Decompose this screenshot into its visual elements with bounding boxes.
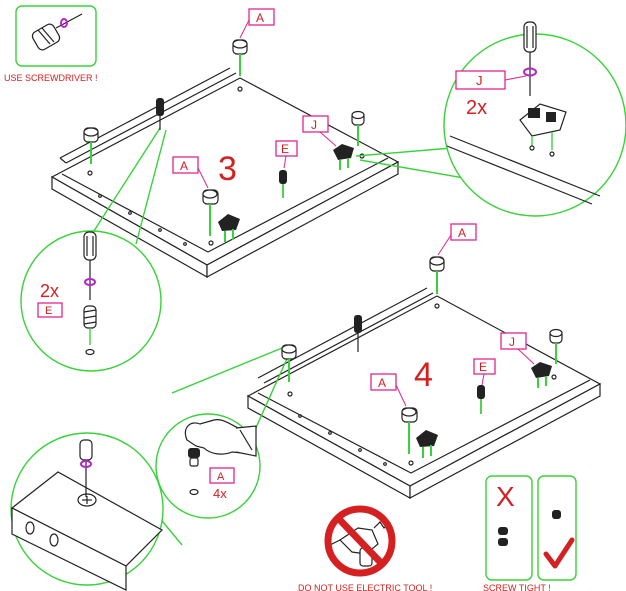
part-label-j-text: J — [476, 73, 483, 88]
screw-tight-box — [537, 475, 577, 581]
detail-circle-camlock — [10, 432, 164, 591]
detail-circle-bracket — [443, 21, 626, 217]
cam-lock-a-top-3 — [232, 39, 248, 76]
bracket-j-4 — [531, 362, 552, 388]
cam-lock-left-4 — [281, 344, 297, 382]
checkmark-icon — [543, 537, 575, 569]
bracket-mid-3 — [218, 214, 240, 242]
cam-lock-left-3 — [83, 127, 99, 164]
part-label-j-text: J — [311, 118, 317, 132]
part-label-a-text: A — [217, 471, 225, 483]
cam-lock-right-3 — [351, 110, 365, 146]
part-label-j: J — [302, 115, 337, 147]
hand-icon — [184, 419, 257, 457]
part-label-a-text: A — [378, 376, 386, 390]
cam-lock-right-4 — [549, 328, 563, 364]
cam-lock-a-mid-3 — [202, 189, 219, 236]
screw-loose-box: X — [485, 475, 533, 581]
no-electric-tool-warning: DO NOT USE ELECTRIC TOOL ! — [298, 505, 432, 591]
screwdriver-icon — [523, 21, 537, 96]
part-label-a: A — [370, 373, 407, 407]
part-label-a: A — [209, 467, 235, 484]
corner-bracket-icon — [519, 103, 567, 157]
screw-tight-text: SCREW TIGHT ! — [483, 583, 551, 591]
screwdriver-icon — [83, 231, 97, 300]
screwdriver-icon — [79, 439, 93, 497]
no-electric-tool-text: DO NOT USE ELECTRIC TOOL ! — [298, 583, 432, 591]
detail-circle-hand — [155, 413, 261, 519]
dowel-screw-icon — [83, 305, 97, 356]
screwdriver-warning: USE SCREWDRIVER ! — [4, 73, 98, 83]
part-label-a: A — [172, 156, 209, 189]
part-label-a: A — [437, 223, 477, 256]
quantity-camlock: 4x — [213, 486, 227, 501]
part-label-a-text: A — [180, 159, 188, 173]
part-label-a-text: A — [256, 11, 264, 25]
dowel-e-3 — [279, 170, 287, 198]
part-label-e: E — [37, 302, 63, 318]
bracket-mid-4 — [416, 430, 438, 458]
quantity-dowel: 2x — [40, 281, 59, 301]
detail-circle-dowel — [20, 230, 162, 372]
wrong-mark: X — [496, 481, 515, 512]
screwdriver-icon — [31, 13, 83, 51]
part-label-e: E — [473, 358, 496, 386]
screwdriver-callout: USE SCREWDRIVER ! — [4, 5, 98, 83]
part-label-j: J — [455, 70, 527, 90]
part-label-a: A — [239, 8, 275, 39]
dowel-rail-4 — [354, 315, 362, 352]
part-label-a-text: A — [458, 226, 466, 240]
part-label-e-text: E — [281, 142, 289, 156]
part-label-e: E — [275, 140, 298, 169]
cam-lock-a-top-4 — [429, 256, 445, 294]
cam-lock-a-mid-4 — [401, 407, 418, 454]
step-number-4: 4 — [414, 356, 433, 394]
part-label-e-text: E — [479, 360, 487, 374]
quantity-bracket: 2x — [466, 97, 487, 119]
part-label-e-text: E — [45, 305, 52, 317]
dowel-rail-3 — [156, 98, 164, 130]
step-number-3: 3 — [218, 150, 237, 188]
part-label-j: J — [500, 332, 535, 365]
dowel-e-4 — [477, 385, 485, 414]
part-label-j-text: J — [509, 335, 515, 349]
bracket-j-3 — [333, 144, 354, 170]
prohibited-icon — [324, 505, 396, 577]
